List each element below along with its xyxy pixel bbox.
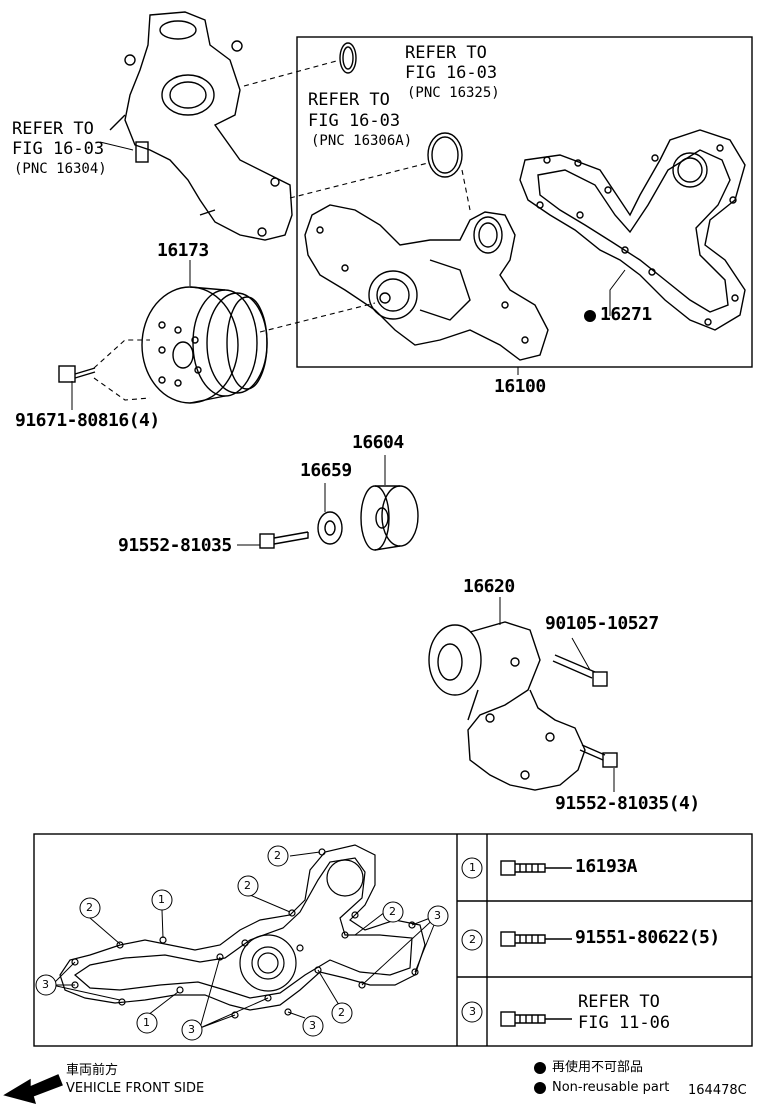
table-callout-2: 2 (469, 933, 476, 946)
table-callout-3: 3 (469, 1005, 476, 1018)
bolt-layout-frame (33, 833, 753, 1047)
layout-callout-2e: 2 (389, 905, 396, 918)
part-label-16173: 16173 (157, 240, 209, 261)
figure-id: 164478C (688, 1083, 747, 1098)
legend-nonreusable-dot-1 (534, 1062, 546, 1074)
bolt-91671 (58, 365, 96, 383)
plate-16659 (317, 511, 343, 545)
refer-mid-pnc: (PNC 16306A) (311, 133, 413, 149)
layout-callout-3d: 3 (434, 909, 441, 922)
part-label-16100: 16100 (494, 376, 546, 397)
table-refer-line2: FIG 11-06 (578, 1013, 671, 1033)
refer-top-left-pnc: (PNC 16304) (14, 161, 107, 177)
layout-callout-2a: 2 (274, 849, 281, 862)
bolt-layout-pump (59, 844, 426, 1019)
assembly-lines (93, 59, 471, 401)
refer-top-left-line1: REFER TO (12, 119, 94, 139)
pulley-16173 (141, 286, 268, 404)
table-callout-1: 1 (469, 861, 476, 874)
part-label-16620: 16620 (463, 576, 515, 597)
tensioner-16620 (428, 621, 586, 791)
nonreusable-jp: 再使用不可部品 (552, 1060, 644, 1075)
layout-callout-1a: 1 (158, 893, 165, 906)
layout-callout-3a: 3 (42, 978, 49, 991)
o-ring-small (339, 42, 357, 74)
callout-leaders (71, 141, 626, 792)
bolt-91552-a (259, 531, 309, 549)
pump-group-frame (296, 36, 753, 368)
nonreusable-dot-16271 (584, 310, 596, 322)
layout-callout-1b: 1 (143, 1016, 150, 1029)
refer-mid-line1: REFER TO (308, 90, 390, 110)
part-label-16659: 16659 (300, 460, 352, 481)
idler-pulley-16604 (360, 485, 419, 551)
legend-nonreusable-dot-2 (534, 1082, 546, 1094)
part-label-90105: 90105-10527 (545, 613, 659, 634)
layout-callout-2d: 2 (338, 1006, 345, 1019)
front-arrow-icon (3, 1074, 63, 1104)
refer-top-left-line2: FIG 16-03 (12, 139, 105, 159)
part-label-91552-a: 91552-81035 (118, 535, 232, 556)
layout-callout-3c: 3 (309, 1019, 316, 1032)
layout-callout-2b: 2 (244, 879, 251, 892)
bolt-91552-b (579, 744, 618, 768)
bolt-90105 (552, 654, 608, 687)
layout-callout-3b: 3 (188, 1023, 195, 1036)
table-part-91551: 91551-80622(5) (575, 927, 720, 948)
refer-right-line2: FIG 16-03 (405, 63, 498, 83)
part-label-16604: 16604 (352, 432, 404, 453)
table-part-16193a: 16193A (575, 856, 638, 877)
front-side-jp: 車両前方 (66, 1063, 119, 1078)
front-side-en: VEHICLE FRONT SIDE (66, 1081, 205, 1096)
nonreusable-en: Non-reusable part (552, 1080, 670, 1095)
table-refer-line1: REFER TO (578, 992, 660, 1012)
table-bolt-icons (500, 860, 572, 1027)
layout-callout-2c: 2 (86, 901, 93, 914)
part-label-16271: 16271 (600, 304, 652, 325)
gasket-16271 (519, 129, 746, 331)
o-ring-large (427, 132, 463, 178)
refer-mid-line2: FIG 16-03 (308, 111, 401, 131)
part-label-91552-b: 91552-81035(4) (555, 793, 700, 814)
refer-right-pnc: (PNC 16325) (407, 85, 500, 101)
water-pump-body (304, 204, 549, 361)
refer-right-line1: REFER TO (405, 43, 487, 63)
water-inlet-housing (109, 11, 293, 241)
part-label-91671: 91671-80816(4) (15, 410, 160, 431)
